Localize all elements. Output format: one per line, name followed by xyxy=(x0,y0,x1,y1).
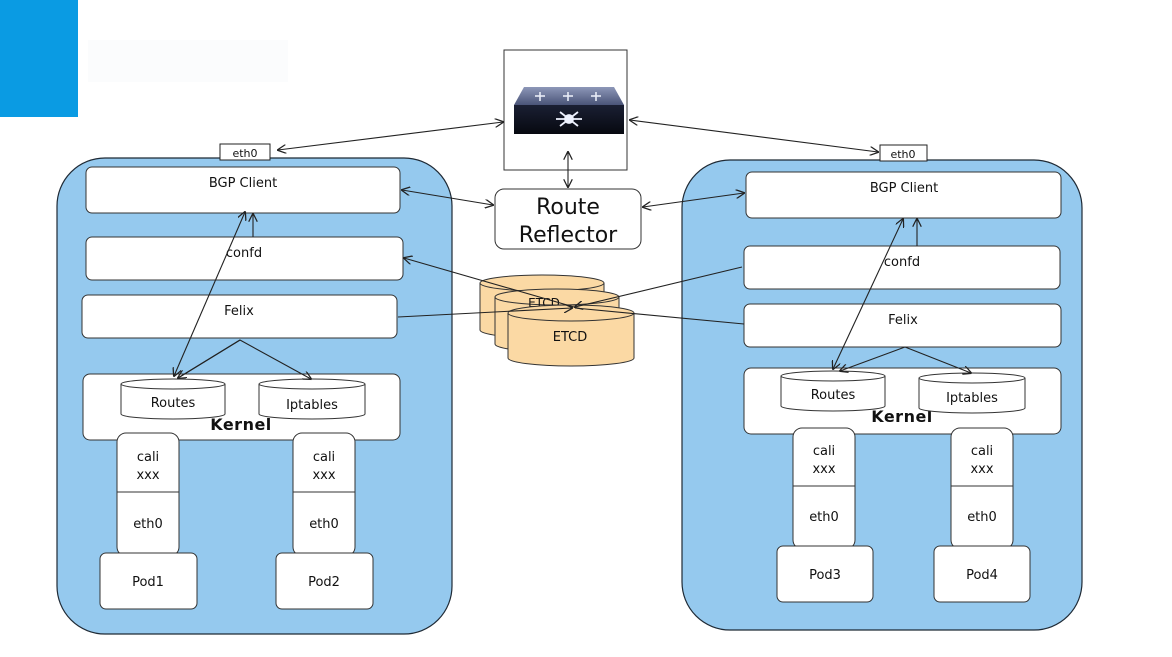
node-right-eth0-port xyxy=(879,144,928,162)
pod1-label: Pod1 xyxy=(132,575,164,590)
node-left-iptables-db: Iptables xyxy=(258,378,366,420)
node-right-confd-label: confd xyxy=(884,255,920,270)
network-switch xyxy=(503,49,628,171)
node-left-pod2-stack: cali xxx eth0 Pod2 xyxy=(275,432,374,610)
node-left-eth0-port xyxy=(219,143,271,161)
node-right-routes-db: Routes xyxy=(780,370,886,412)
link-right-eth0-switch xyxy=(630,120,878,152)
pod4-box xyxy=(933,545,1031,603)
node-right-routes-label: Routes xyxy=(811,388,856,403)
node-right-pod4-stack: cali xxx eth0 Pod4 xyxy=(933,427,1031,603)
title-placeholder xyxy=(88,40,288,82)
node-left-pod2-eth0: eth0 xyxy=(309,517,339,532)
node-left-confd-label: confd xyxy=(226,246,262,261)
link-left-confd-etcd xyxy=(404,258,575,308)
route-reflector-line1: Route xyxy=(536,195,600,220)
node-right-pod3-eth0: eth0 xyxy=(809,510,839,525)
route-reflector: Route Reflector xyxy=(494,188,642,250)
pod4-label: Pod4 xyxy=(966,568,998,583)
node-left-pod1-cali: cali xyxy=(137,450,159,465)
etcd-db-front: ETCD xyxy=(507,304,635,367)
node-left-felix-label: Felix xyxy=(224,304,254,319)
node-left-pod1-eth0: eth0 xyxy=(133,517,163,532)
pod3-label: Pod3 xyxy=(809,568,841,583)
node-left-pod1-stack: cali xxx eth0 Pod1 xyxy=(99,432,198,610)
corner-accent xyxy=(0,0,78,117)
node-right-pod4-cali: cali xyxy=(971,444,993,459)
link-right-felix-iptables xyxy=(904,346,971,373)
node-left-bgp-client-label: BGP Client xyxy=(209,176,277,191)
connectors xyxy=(174,120,971,379)
link-right-confd-etcd xyxy=(575,266,743,307)
link-left-bgp-rr xyxy=(402,190,493,205)
node-right: eth0 BGP Client confd Felix Kernel Route… xyxy=(681,144,1083,631)
node-left-kernel-label: Kernel xyxy=(210,415,272,434)
node-right-pod3-cali: cali xyxy=(813,444,835,459)
node-right-bgp-client-label: BGP Client xyxy=(870,181,938,196)
node-right-pod4-cali-xxx: xxx xyxy=(970,462,993,477)
node-left-pod2-cali: cali xyxy=(313,450,335,465)
node-left-pod2-cali-xxx: xxx xyxy=(312,468,335,483)
node-right-pod3-cali-xxx: xxx xyxy=(812,462,835,477)
pod3-box xyxy=(776,545,874,603)
node-left-routes-db: Routes xyxy=(120,378,226,420)
node-right-eth0-label: eth0 xyxy=(890,148,915,161)
node-right-pod4-eth0: eth0 xyxy=(967,510,997,525)
link-right-bgp-routes xyxy=(833,219,903,369)
node-left-pod1-cali-xxx: xxx xyxy=(136,468,159,483)
link-left-felix-routes xyxy=(178,339,241,378)
node-left-eth0-label: eth0 xyxy=(232,147,257,160)
node-left-routes-label: Routes xyxy=(151,396,196,411)
node-right-iptables-label: Iptables xyxy=(946,391,998,406)
link-left-eth0-switch xyxy=(278,122,503,150)
node-right-iptables-db: Iptables xyxy=(918,372,1026,414)
node-left-iptables-label: Iptables xyxy=(286,398,338,413)
link-left-felix-etcd xyxy=(397,308,572,318)
link-right-bgp-rr xyxy=(643,193,744,207)
etcd-label: ETCD xyxy=(553,330,587,345)
pod2-label: Pod2 xyxy=(308,575,340,590)
node-left: eth0 BGP Client confd Felix Kernel Route… xyxy=(56,143,453,635)
node-right-pod3-stack: cali xxx eth0 Pod3 xyxy=(776,427,874,603)
route-reflector-line2: Reflector xyxy=(519,223,618,248)
link-right-felix-routes xyxy=(840,346,906,371)
pod2-box xyxy=(275,552,374,610)
node-right-felix-label: Felix xyxy=(888,313,918,328)
link-right-felix-etcd xyxy=(574,307,745,325)
node-right-kernel-label: Kernel xyxy=(871,407,933,426)
link-left-bgp-routes xyxy=(174,212,245,376)
pod1-box xyxy=(99,552,198,610)
etcd-cluster: ETCD ETCD xyxy=(479,274,635,367)
network-switch-icon xyxy=(514,87,624,134)
